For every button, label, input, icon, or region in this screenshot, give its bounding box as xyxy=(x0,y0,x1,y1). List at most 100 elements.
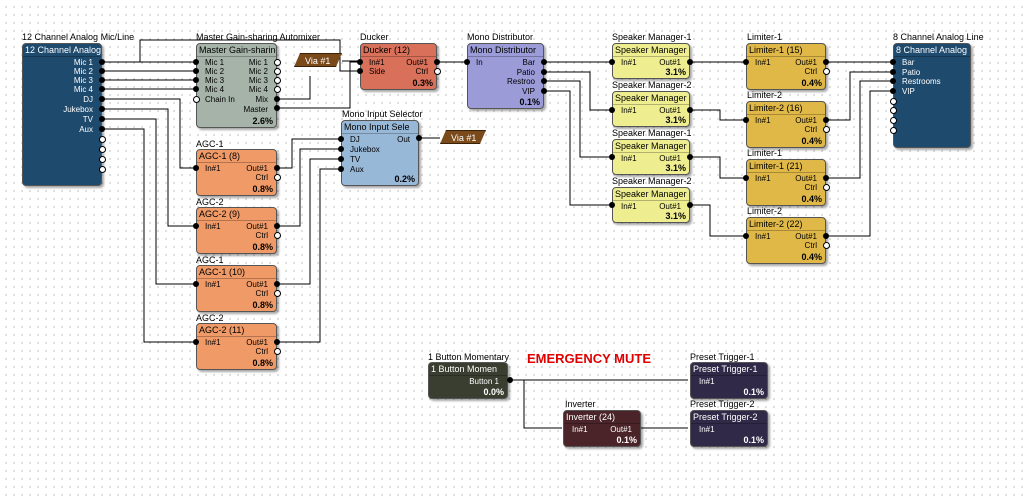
connection-node[interactable] xyxy=(890,69,896,75)
connection-node[interactable] xyxy=(357,59,363,65)
mono-distributor-block[interactable]: Mono Distributor In Bar Patio Restroo VI… xyxy=(467,43,544,109)
via-output-tag[interactable]: Via #1 xyxy=(440,130,486,144)
connection-node[interactable] xyxy=(687,154,693,160)
connection-node[interactable] xyxy=(416,135,422,141)
open-node[interactable] xyxy=(274,232,281,239)
speaker-manager-4-block[interactable]: Speaker Manager In#1 Out#1 3.1% xyxy=(612,187,690,223)
connection-node[interactable] xyxy=(609,202,615,208)
connection-node[interactable] xyxy=(274,165,280,171)
ducker-block[interactable]: Ducker (12) In#1 Side Out#1 Ctrl 0.3% xyxy=(360,43,437,90)
open-node[interactable] xyxy=(823,68,830,75)
open-node[interactable] xyxy=(274,86,281,93)
open-node[interactable] xyxy=(274,348,281,355)
connection-node[interactable] xyxy=(823,117,829,123)
open-node[interactable] xyxy=(274,77,281,84)
connection-node[interactable] xyxy=(193,223,199,229)
connection-node[interactable] xyxy=(338,146,344,152)
open-node[interactable] xyxy=(274,174,281,181)
connection-node[interactable] xyxy=(609,59,615,65)
connection-node[interactable] xyxy=(823,59,829,65)
connection-node[interactable] xyxy=(507,377,513,383)
connection-node[interactable] xyxy=(193,59,199,65)
connection-node[interactable] xyxy=(99,86,105,92)
connection-node[interactable] xyxy=(743,233,749,239)
connection-node[interactable] xyxy=(193,68,199,74)
connection-node[interactable] xyxy=(434,59,440,65)
analog-output-block[interactable]: 8 Channel Analog Bar Patio Restrooms VIP xyxy=(893,43,971,148)
connection-node[interactable] xyxy=(274,105,280,111)
open-node[interactable] xyxy=(99,136,106,143)
connection-node[interactable] xyxy=(890,78,896,84)
connection-node[interactable] xyxy=(274,339,280,345)
connection-node[interactable] xyxy=(357,68,363,74)
open-node[interactable] xyxy=(890,107,897,114)
connection-node[interactable] xyxy=(541,88,547,94)
momentary-block[interactable]: 1 Button Momen Button 1 0.0% xyxy=(428,362,508,399)
connection-node[interactable] xyxy=(464,59,470,65)
open-node[interactable] xyxy=(823,126,830,133)
connection-node[interactable] xyxy=(274,223,280,229)
connection-node[interactable] xyxy=(193,339,199,345)
connection-node[interactable] xyxy=(541,69,547,75)
limiter-2-block[interactable]: Limiter-2 (16) In#1 Out#1 Ctrl 0.4% xyxy=(746,101,826,148)
agc-4-block[interactable]: AGC-2 (11) In#1 Out#1 Ctrl 0.8% xyxy=(196,323,277,370)
open-node[interactable] xyxy=(99,146,106,153)
connection-node[interactable] xyxy=(99,68,105,74)
open-node[interactable] xyxy=(823,242,830,249)
connection-node[interactable] xyxy=(890,88,896,94)
connection-node[interactable] xyxy=(687,202,693,208)
connection-node[interactable] xyxy=(99,96,105,102)
open-node[interactable] xyxy=(99,166,106,173)
connection-node[interactable] xyxy=(541,59,547,65)
connection-node[interactable] xyxy=(743,175,749,181)
connection-node[interactable] xyxy=(274,281,280,287)
connection-node[interactable] xyxy=(743,117,749,123)
connection-node[interactable] xyxy=(823,233,829,239)
mono-selector-block[interactable]: Mono Input Sele DJ Jukebox TV Aux Out 0.… xyxy=(341,120,419,186)
connection-node[interactable] xyxy=(743,59,749,65)
open-node[interactable] xyxy=(274,59,281,66)
speaker-manager-3-block[interactable]: Speaker Manager In#1 Out#1 3.1% xyxy=(612,139,690,175)
automixer-block[interactable]: Master Gain-sharing Mic 1 Mic 2 Mic 3 Mi… xyxy=(196,43,277,128)
via-input-tag[interactable]: Via #1 xyxy=(294,53,342,67)
connection-node[interactable] xyxy=(823,175,829,181)
speaker-manager-1-block[interactable]: Speaker Manager In#1 Out#1 3.1% xyxy=(612,43,690,79)
connection-node[interactable] xyxy=(99,126,105,132)
analog-input-block[interactable]: 12 Channel Analog Mic 1 Mic 2 Mic 3 Mic … xyxy=(22,43,102,186)
connection-node[interactable] xyxy=(338,156,344,162)
preset-trigger-2-block[interactable]: Preset Trigger-2 In#1 0.1% xyxy=(690,410,768,447)
open-node[interactable] xyxy=(274,68,281,75)
connection-node[interactable] xyxy=(274,96,280,102)
open-node[interactable] xyxy=(99,156,106,163)
connection-node[interactable] xyxy=(687,107,693,113)
connection-node[interactable] xyxy=(99,116,105,122)
limiter-1-block[interactable]: Limiter-1 (15) In#1 Out#1 Ctrl 0.4% xyxy=(746,43,826,90)
connection-node[interactable] xyxy=(338,136,344,142)
open-node[interactable] xyxy=(434,68,441,75)
preset-trigger-1-block[interactable]: Preset Trigger-1 In#1 0.1% xyxy=(690,362,768,399)
connection-node[interactable] xyxy=(890,59,896,65)
open-node[interactable] xyxy=(890,98,897,105)
connection-node[interactable] xyxy=(609,154,615,160)
agc-1-block[interactable]: AGC-1 (8) In#1 Out#1 Ctrl 0.8% xyxy=(196,149,277,196)
agc-3-block[interactable]: AGC-1 (10) In#1 Out#1 Ctrl 0.8% xyxy=(196,265,277,312)
connection-node[interactable] xyxy=(609,107,615,113)
connection-node[interactable] xyxy=(99,59,105,65)
connection-node[interactable] xyxy=(687,59,693,65)
limiter-3-block[interactable]: Limiter-1 (21) In#1 Out#1 Ctrl 0.4% xyxy=(746,159,826,206)
limiter-4-block[interactable]: Limiter-2 (22) In#1 Out#1 Ctrl 0.4% xyxy=(746,217,826,264)
connection-node[interactable] xyxy=(99,106,105,112)
open-node[interactable] xyxy=(193,96,200,103)
open-node[interactable] xyxy=(890,117,897,124)
open-node[interactable] xyxy=(890,127,897,134)
inverter-block[interactable]: Inverter (24) In#1 Out#1 0.1% xyxy=(563,410,641,447)
connection-node[interactable] xyxy=(193,77,199,83)
connection-node[interactable] xyxy=(338,166,344,172)
connection-node[interactable] xyxy=(99,77,105,83)
connection-node[interactable] xyxy=(193,281,199,287)
connection-node[interactable] xyxy=(193,86,199,92)
open-node[interactable] xyxy=(274,290,281,297)
agc-2-block[interactable]: AGC-2 (9) In#1 Out#1 Ctrl 0.8% xyxy=(196,207,277,254)
speaker-manager-2-block[interactable]: Speaker Manager In#1 Out#1 3.1% xyxy=(612,91,690,127)
connection-node[interactable] xyxy=(193,165,199,171)
